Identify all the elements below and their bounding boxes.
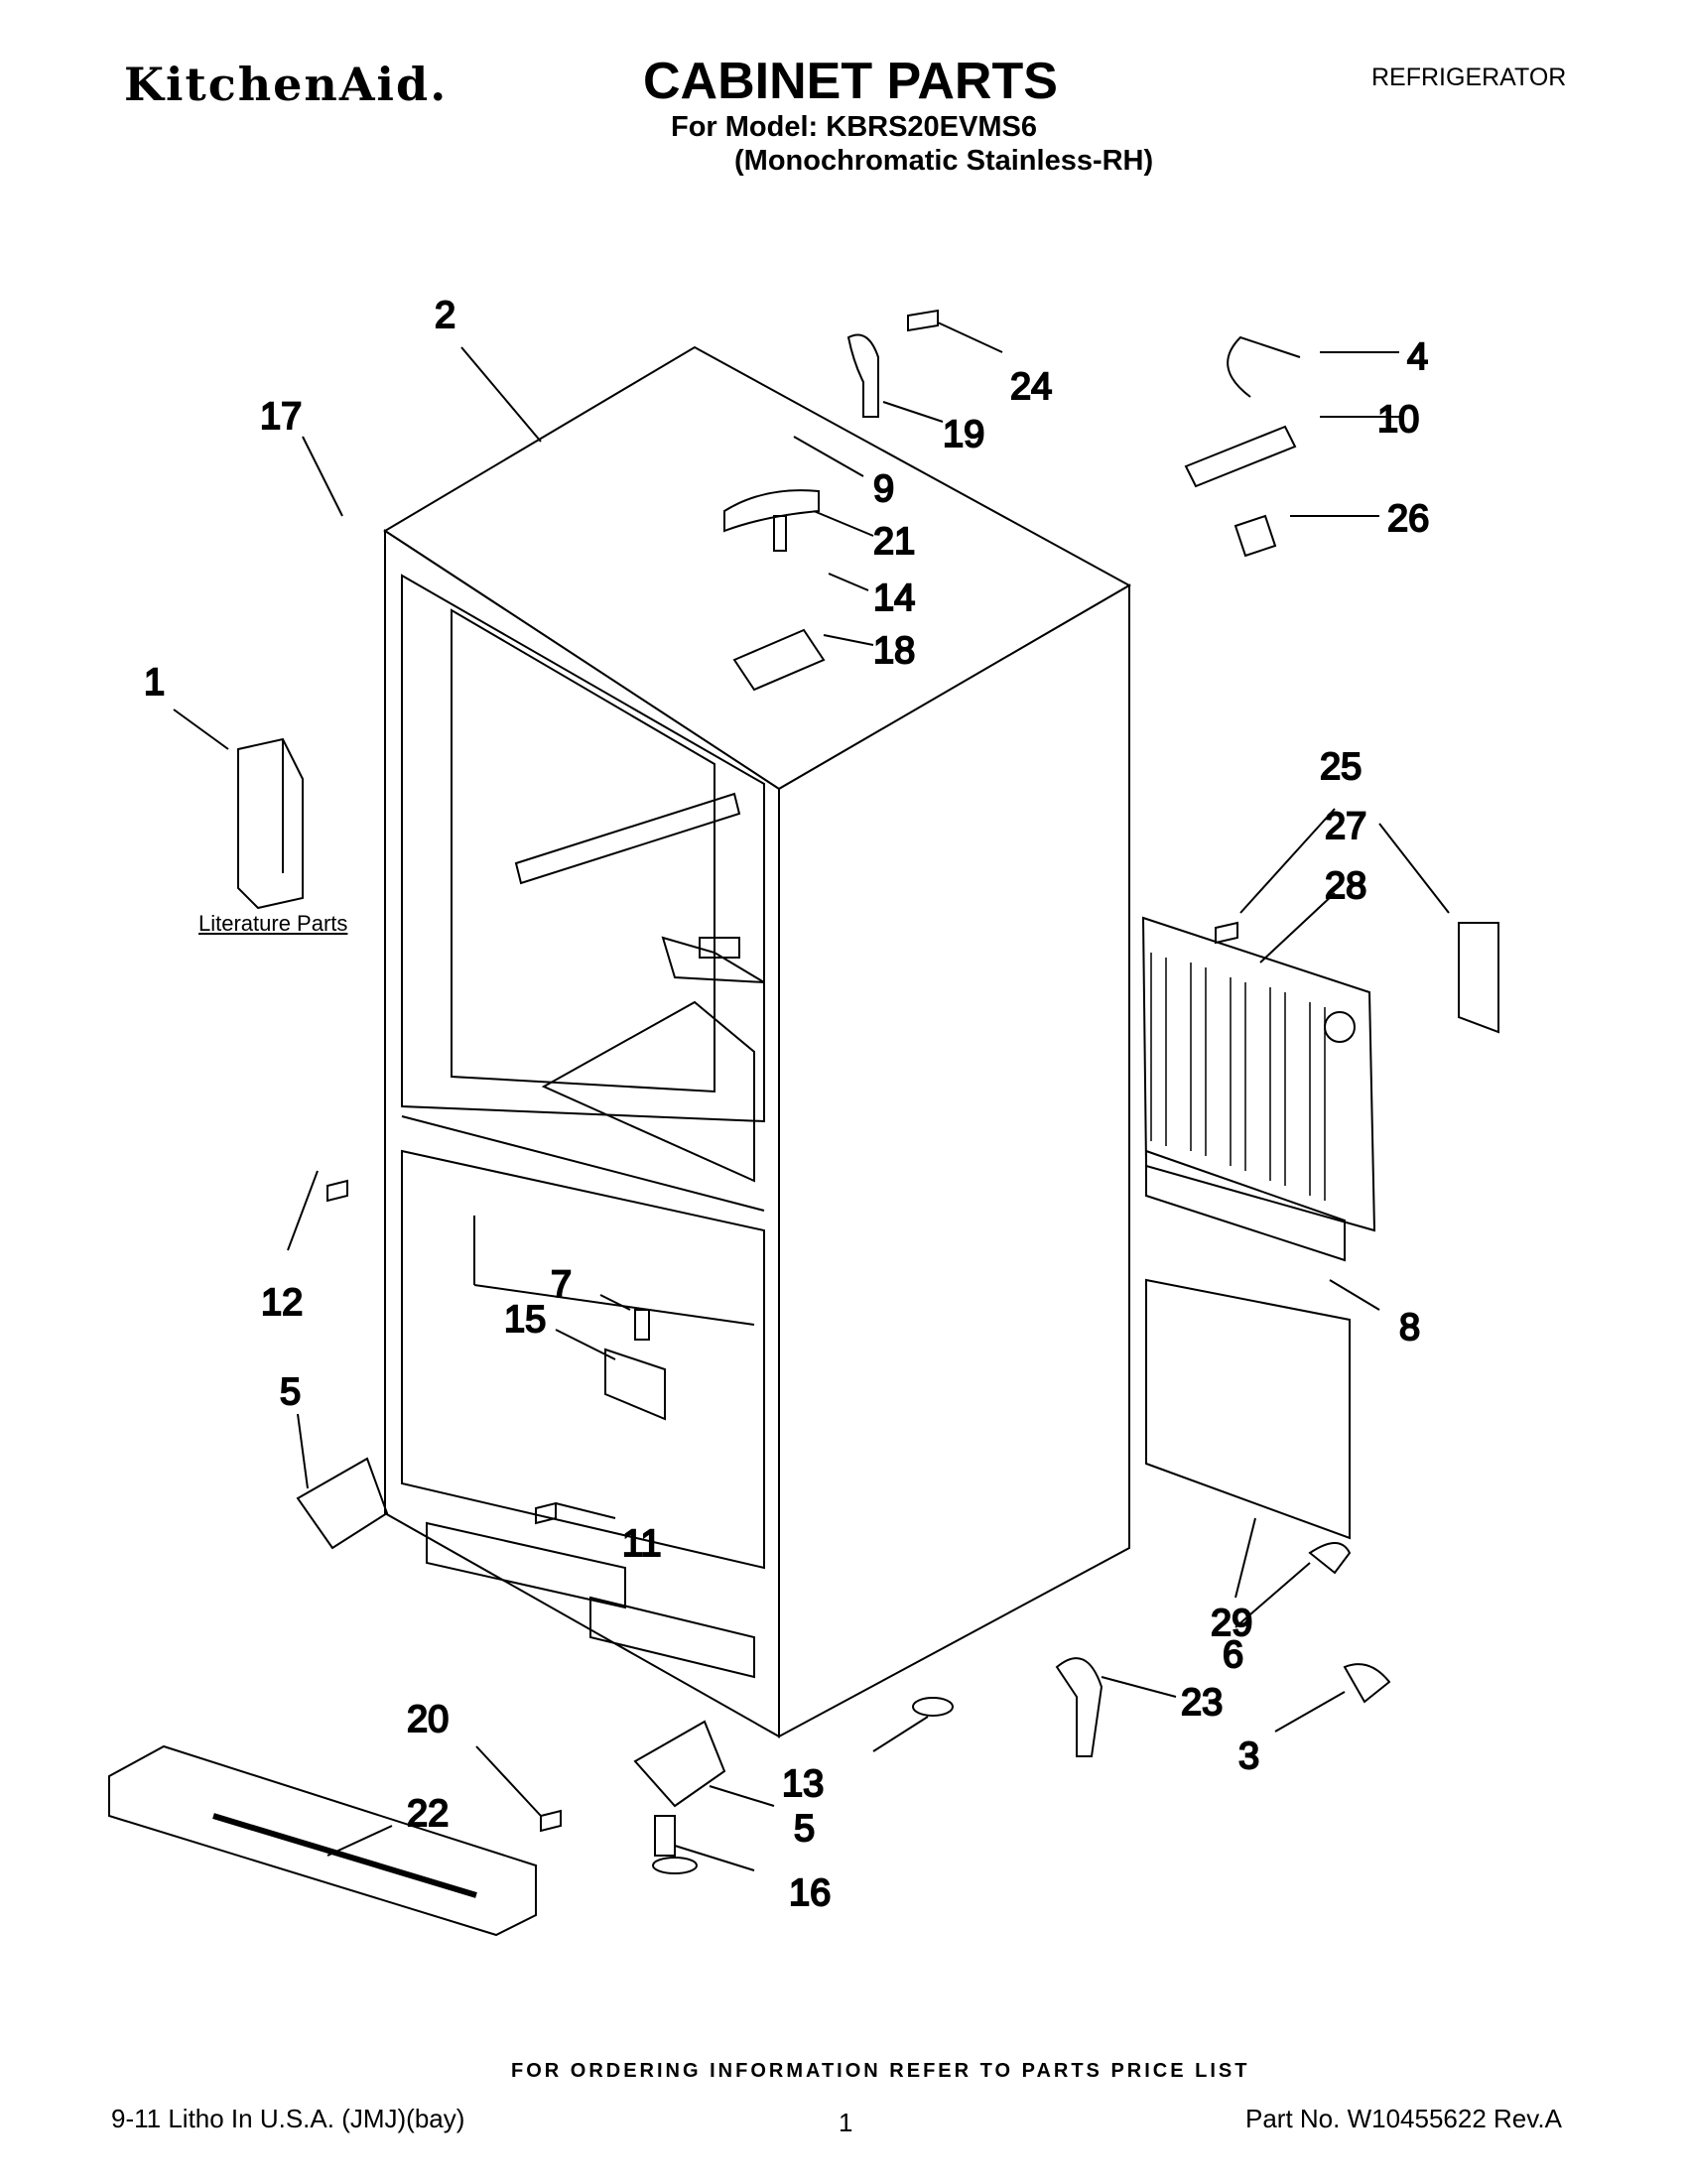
model-variant: (Monochromatic Stainless-RH) [734, 145, 1154, 177]
toe-grille [108, 1744, 537, 1937]
callout-28: 28 [1325, 865, 1366, 907]
callout-29: 29 [1211, 1603, 1252, 1644]
callout-21: 21 [873, 521, 915, 563]
appliance-category: REFRIGERATOR [1371, 64, 1567, 91]
callout-26: 26 [1387, 498, 1429, 540]
callout-6: 6 [1223, 1634, 1243, 1676]
ordering-note: FOR ORDERING INFORMATION REFER TO PARTS … [511, 2060, 1250, 2082]
page-number: 1 [839, 2108, 853, 2137]
callout-13: 13 [782, 1763, 824, 1805]
callout-15: 15 [504, 1299, 546, 1341]
callout-22: 22 [407, 1793, 449, 1835]
callout-16: 16 [789, 1872, 831, 1914]
callout-7: 7 [551, 1264, 572, 1306]
callout-12: 12 [261, 1282, 303, 1324]
callout-17: 17 [260, 396, 302, 438]
callout-23: 23 [1181, 1682, 1223, 1724]
callout-5-left: 5 [280, 1371, 301, 1413]
callout-27: 27 [1325, 806, 1366, 847]
callout-20: 20 [407, 1699, 449, 1740]
literature-parts-label: Literature Parts [198, 911, 348, 936]
literature-booklet [237, 737, 304, 910]
brand-logo: KitchenAid. [124, 58, 449, 111]
callout-10: 10 [1377, 399, 1419, 441]
callout-19: 19 [943, 414, 984, 455]
callout-25: 25 [1320, 746, 1362, 788]
callout-1: 1 [144, 662, 165, 704]
callout-8: 8 [1399, 1307, 1420, 1349]
callout-4: 4 [1407, 336, 1428, 378]
part-number: Part No. W10455622 Rev.A [1245, 2104, 1562, 2133]
callout-24: 24 [1010, 366, 1052, 408]
callout-numbers: 1 2 3 4 5 5 6 7 8 9 10 11 12 13 14 15 16… [143, 294, 1430, 1915]
leader-arrows [173, 321, 1450, 1871]
rear-access-panel [1141, 916, 1376, 1540]
callout-14: 14 [873, 578, 915, 619]
litho-info: 9-11 Litho In U.S.A. (JMJ)(bay) [111, 2104, 465, 2133]
callout-9: 9 [873, 468, 894, 510]
model-number: For Model: KBRS20EVMS6 [671, 111, 1037, 143]
callout-2: 2 [435, 295, 455, 336]
callout-5-bottom: 5 [794, 1808, 815, 1850]
cabinet-body [383, 345, 1132, 1738]
callout-18: 18 [873, 630, 915, 672]
page-title: CABINET PARTS [643, 53, 1058, 110]
small-parts [296, 309, 1499, 1874]
callout-3: 3 [1238, 1735, 1259, 1777]
callout-11: 11 [622, 1523, 661, 1565]
